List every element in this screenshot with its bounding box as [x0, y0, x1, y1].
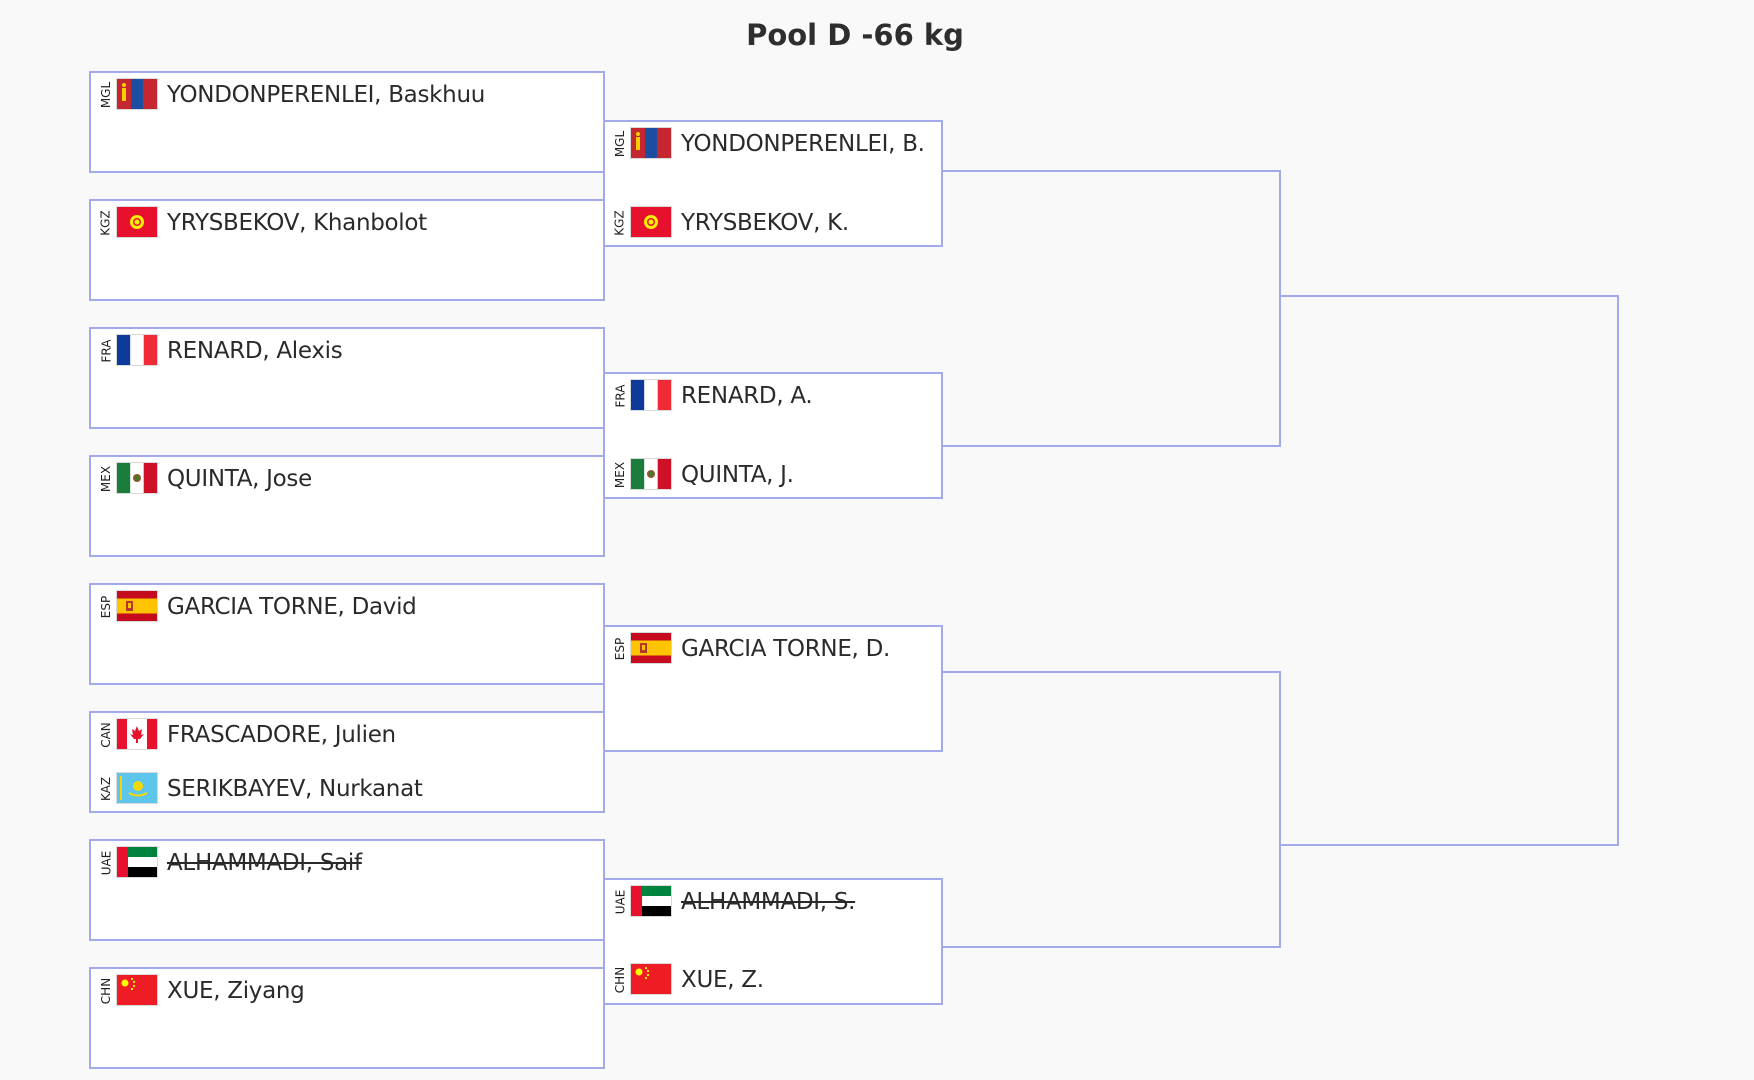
- competitor-entry[interactable]: CAN FRASCADORE, Julien: [99, 717, 599, 753]
- competitor-entry[interactable]: KAZ SERIKBAYEV, Nurkanat: [99, 771, 599, 807]
- competitor-name: FRASCADORE, Julien: [167, 722, 396, 748]
- competitor-name: GARCIA TORNE, D.: [681, 636, 890, 662]
- competitor-name: YONDONPERENLEI, Baskhuu: [167, 82, 485, 108]
- canada-flag-icon: [117, 719, 157, 749]
- round1-match-1[interactable]: [89, 71, 605, 173]
- competitor-entry[interactable]: CHN XUE, Z.: [613, 962, 938, 998]
- competitor-entry[interactable]: KGZ YRYSBEKOV, K.: [613, 205, 938, 241]
- country-code: MEX: [613, 461, 627, 489]
- round1-match-2[interactable]: [89, 199, 605, 301]
- country-code: MEX: [99, 465, 113, 493]
- competitor-entry[interactable]: CHN XUE, Ziyang: [99, 973, 599, 1009]
- competitor-name: YONDONPERENLEI, B.: [681, 131, 925, 157]
- china-flag-icon: [631, 964, 671, 994]
- uae-flag-icon: [631, 886, 671, 916]
- country-code: UAE: [613, 889, 628, 915]
- competitor-name: GARCIA TORNE, David: [167, 594, 417, 620]
- competitor-name: RENARD, A.: [681, 383, 813, 409]
- mexico-flag-icon: [631, 459, 671, 489]
- competitor-entry[interactable]: UAE ALHAMMADI, Saif: [99, 845, 599, 881]
- kyrgyzstan-flag-icon: [631, 207, 671, 237]
- competitor-name: ALHAMMADI, S.: [681, 889, 856, 915]
- competitor-name: SERIKBAYEV, Nurkanat: [167, 776, 423, 802]
- round1-match-3[interactable]: [89, 327, 605, 429]
- connector-final: [1280, 295, 1619, 846]
- competitor-entry[interactable]: MGL YONDONPERENLEI, B.: [613, 126, 938, 162]
- country-code: KGZ: [613, 210, 628, 236]
- competitor-name: YRYSBEKOV, Khanbolot: [167, 210, 427, 236]
- connector-semifinal-bottom: [942, 671, 1281, 948]
- round1-match-7[interactable]: [89, 839, 605, 941]
- country-code: FRA: [613, 384, 627, 408]
- connector-semifinal-top: [942, 170, 1281, 447]
- spain-flag-icon: [117, 591, 157, 621]
- competitor-name: QUINTA, Jose: [167, 466, 312, 492]
- competitor-name: YRYSBEKOV, K.: [681, 210, 849, 236]
- kazakhstan-flag-icon: [117, 773, 157, 803]
- kyrgyzstan-flag-icon: [117, 207, 157, 237]
- country-code: MGL: [613, 130, 627, 158]
- country-code: UAE: [99, 850, 114, 876]
- competitor-entry[interactable]: MGL YONDONPERENLEI, Baskhuu: [99, 77, 599, 113]
- country-code: CHN: [99, 977, 114, 1005]
- mongolia-flag-icon: [631, 128, 671, 158]
- competitor-name: XUE, Ziyang: [167, 978, 305, 1004]
- round1-match-6[interactable]: [89, 711, 605, 813]
- mexico-flag-icon: [117, 463, 157, 493]
- competitor-entry[interactable]: FRA RENARD, A.: [613, 378, 938, 414]
- france-flag-icon: [631, 380, 671, 410]
- uae-flag-icon: [117, 847, 157, 877]
- competitor-entry[interactable]: KGZ YRYSBEKOV, Khanbolot: [99, 205, 599, 241]
- round1-match-5[interactable]: [89, 583, 605, 685]
- competitor-entry[interactable]: MEX QUINTA, J.: [613, 457, 938, 493]
- competitor-entry[interactable]: FRA RENARD, Alexis: [99, 333, 599, 369]
- china-flag-icon: [117, 975, 157, 1005]
- france-flag-icon: [117, 335, 157, 365]
- competitor-name: RENARD, Alexis: [167, 338, 343, 364]
- country-code: ESP: [99, 595, 113, 619]
- country-code: FRA: [99, 339, 113, 363]
- competitor-entry[interactable]: ESP GARCIA TORNE, David: [99, 589, 599, 625]
- country-code: CHN: [613, 966, 628, 994]
- competitor-name: ALHAMMADI, Saif: [167, 850, 362, 876]
- pool-title: Pool D -66 kg: [746, 18, 964, 52]
- competitor-entry[interactable]: ESP GARCIA TORNE, D.: [613, 631, 938, 667]
- competitor-name: QUINTA, J.: [681, 462, 794, 488]
- spain-flag-icon: [631, 633, 671, 663]
- competitor-name: XUE, Z.: [681, 967, 764, 993]
- competitor-entry[interactable]: MEX QUINTA, Jose: [99, 461, 599, 497]
- country-code: CAN: [99, 722, 114, 748]
- country-code: KGZ: [99, 210, 114, 236]
- country-code: KAZ: [99, 776, 113, 802]
- round1-match-8[interactable]: [89, 967, 605, 1069]
- country-code: ESP: [613, 637, 627, 661]
- competitor-entry[interactable]: UAE ALHAMMADI, S.: [613, 884, 938, 920]
- country-code: MGL: [99, 81, 113, 109]
- mongolia-flag-icon: [117, 79, 157, 109]
- round1-match-4[interactable]: [89, 455, 605, 557]
